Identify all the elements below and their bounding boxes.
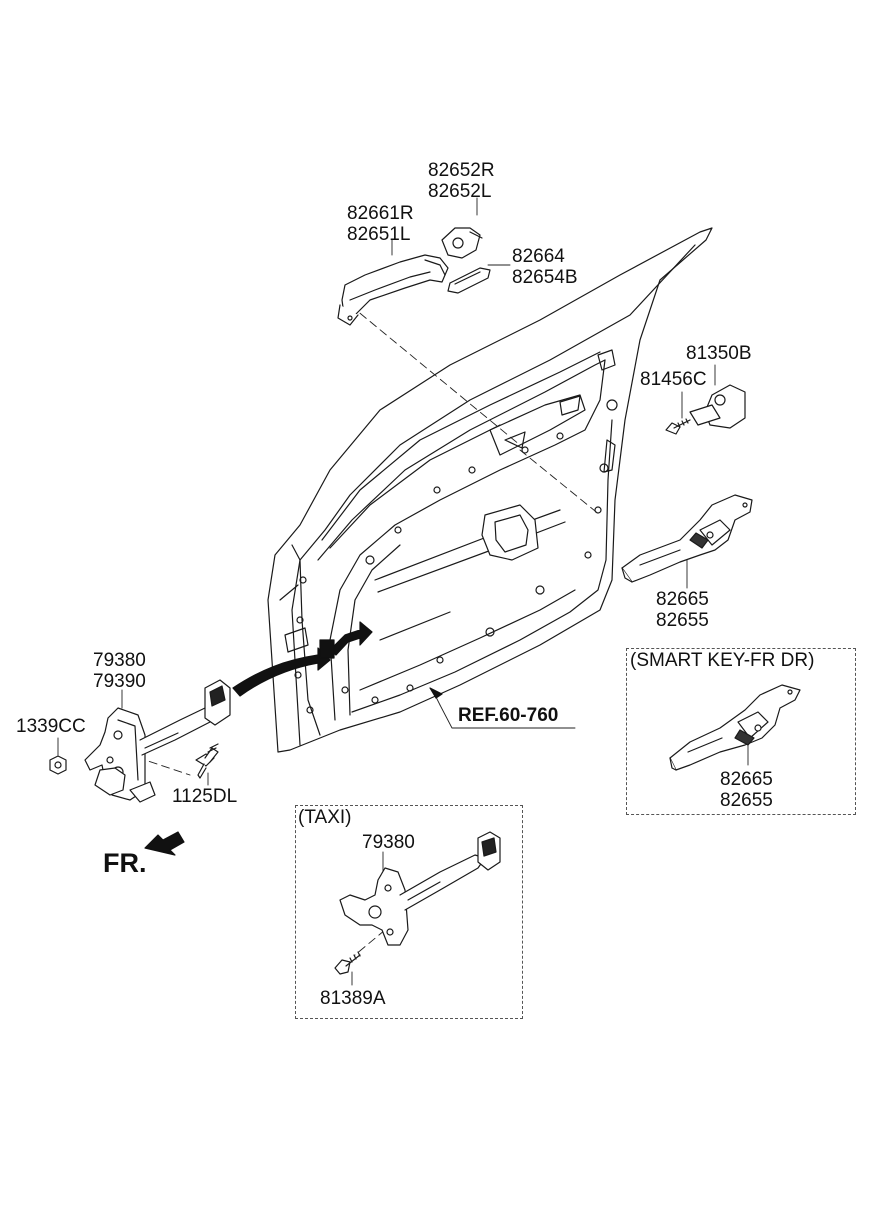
- smartkey-handle-base-icon: [669, 684, 801, 771]
- door-checker-icon: [84, 679, 231, 803]
- outside-handle-icon: [337, 254, 449, 326]
- handle-cover-icon: [441, 227, 483, 259]
- smartkey-box-title: (SMART KEY-FR DR): [630, 650, 815, 671]
- handle-base-icon: [621, 494, 753, 583]
- label-taxi-bolt: 81389A: [320, 988, 386, 1009]
- label-striker: 81350B: [686, 343, 752, 364]
- label-reference: REF.60-760: [458, 705, 559, 726]
- taxi-checker-icon: [339, 831, 501, 946]
- door-panel: [267, 227, 713, 753]
- striker-screw-icon: [665, 418, 691, 435]
- front-arrow-icon: [144, 831, 185, 856]
- label-outside-handle: 82661R 82651L: [347, 203, 414, 245]
- front-indicator: FR.: [103, 848, 147, 878]
- label-bolt: 1125DL: [172, 786, 238, 807]
- label-handle-cover: 82652R 82652L: [428, 160, 495, 202]
- taxi-box-title: (TAXI): [298, 807, 352, 828]
- label-striker-screw: 81456C: [640, 369, 707, 390]
- taxi-box: [295, 805, 523, 1019]
- gasket-icon: [447, 267, 491, 294]
- nut-icon: [49, 755, 67, 775]
- label-taxi-checker: 79380: [362, 832, 415, 853]
- label-gasket: 82664 82654B: [512, 246, 578, 288]
- label-smartkey-handle-base: 82665 82655: [720, 769, 773, 811]
- label-handle-base: 82665 82655: [656, 589, 709, 631]
- smartkey-box: [626, 648, 856, 815]
- checker-arrow-icon: [232, 647, 331, 697]
- ref-arrow-icon: [429, 687, 443, 699]
- taxi-bolt-icon: [334, 951, 361, 975]
- mount-arrow-icon: [329, 621, 373, 656]
- label-nut: 1339CC: [16, 716, 86, 737]
- checker-mount-icon: [319, 639, 335, 659]
- bolt-icon: [195, 743, 219, 779]
- label-door-checker: 79380 79390: [93, 650, 146, 692]
- striker-icon: [689, 384, 746, 429]
